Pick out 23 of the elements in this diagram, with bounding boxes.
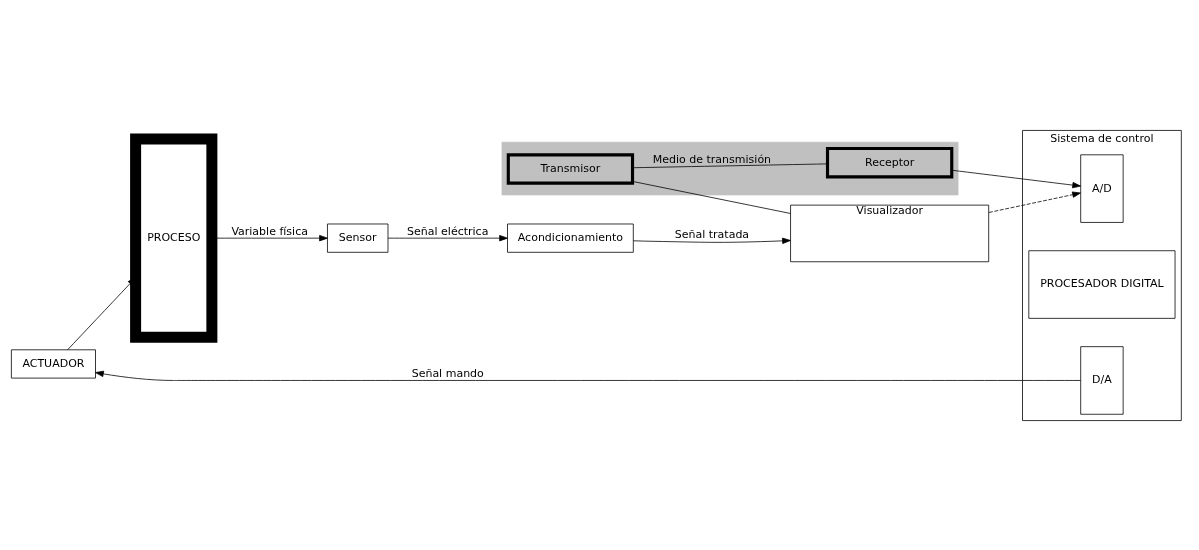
node-box: Transmisor: [506, 152, 635, 185]
node-box: Acondicionamiento: [507, 223, 634, 253]
edge-label: Señal tratada: [674, 227, 750, 241]
connector: [632, 163, 828, 168]
edge-label: Señal eléctrica: [407, 224, 489, 238]
edge-label: Variable física: [231, 224, 308, 238]
edge-label: Señal mando: [411, 366, 484, 380]
arrow: [988, 191, 1081, 213]
node-box: A/D: [1080, 153, 1124, 223]
node-box: D/A: [1080, 345, 1124, 415]
connector: [632, 180, 791, 214]
cluster: [501, 141, 959, 195]
node-box: PROCESO: [130, 133, 218, 343]
node-box: Visualizador: [790, 204, 990, 262]
node-box: Sensor: [327, 223, 389, 253]
node-box: Receptor: [825, 146, 954, 178]
arrow: [951, 169, 1081, 188]
arrow: [95, 370, 1081, 381]
arrow: [633, 237, 791, 244]
node-box: ACTUADOR: [11, 348, 96, 378]
arrow: [387, 234, 508, 241]
node-box: PROCESADOR DIGITAL: [1028, 249, 1176, 319]
edge-label: Medio de transmisión: [652, 152, 772, 166]
